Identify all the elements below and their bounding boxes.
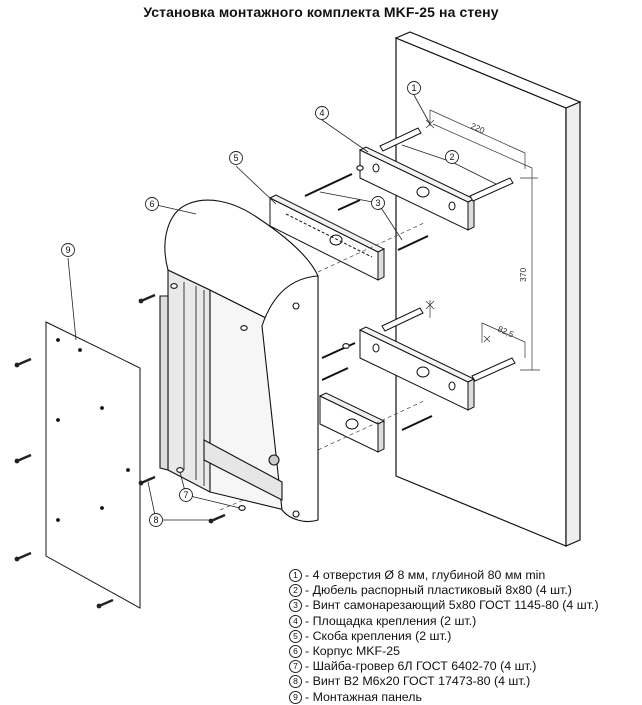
bracket-upper xyxy=(268,194,386,281)
svg-text:9: 9 xyxy=(65,245,70,255)
legend-number: 1 xyxy=(289,569,302,583)
legend-number: 2 xyxy=(289,584,302,598)
legend-item: 7- Шайба-гровер 6Л ГОСТ 6402-70 (4 шт.) xyxy=(289,659,639,674)
legend-number: 5 xyxy=(289,629,302,643)
callout-6: 6 xyxy=(145,197,159,211)
long-screws xyxy=(304,173,433,431)
legend-number: 9 xyxy=(289,690,302,704)
legend-number: 3 xyxy=(289,599,302,613)
legend-item: 3- Винт самонарезающий 5х80 ГОСТ 1145-80… xyxy=(289,598,639,613)
callout-5: 5 xyxy=(229,151,243,165)
dimension-lines xyxy=(425,109,540,371)
dowels xyxy=(379,127,516,382)
legend-item: 5- Скоба крепления (2 шт.) xyxy=(289,629,639,644)
svg-text:4: 4 xyxy=(319,108,324,118)
page-title: Установка монтажного комплекта MKF-25 на… xyxy=(143,4,499,20)
legend-text: - Винт В2 М6х20 ГОСТ 17473-80 (4 шт.) xyxy=(305,674,531,689)
svg-text:3: 3 xyxy=(375,198,380,208)
legend-number: 8 xyxy=(289,675,302,689)
legend-text: - Винт самонарезающий 5х80 ГОСТ 1145-80 … xyxy=(305,598,599,613)
svg-text:2: 2 xyxy=(449,152,454,162)
legend-text: - Дюбель распорный пластиковый 8х80 (4 ш… xyxy=(305,583,572,598)
callout-leaders xyxy=(67,94,497,521)
dimension-height: 370 xyxy=(518,268,528,282)
callout-2: 2 xyxy=(445,150,459,164)
mounting-plate-lower xyxy=(358,326,476,411)
wall xyxy=(394,31,582,547)
legend-number: 4 xyxy=(289,614,302,628)
legend-item: 4- Площадка крепления (2 шт.) xyxy=(289,614,639,629)
mounting-panel xyxy=(45,321,141,609)
mounting-plate-upper xyxy=(358,146,476,231)
legend-number: 7 xyxy=(289,660,302,674)
callout-9: 9 xyxy=(61,243,75,257)
callout-1: 1 xyxy=(407,81,421,95)
callouts: 1 2 3 4 5 6 7 8 9 xyxy=(61,81,459,527)
bracket-lower xyxy=(318,392,386,453)
parts-legend: 1- 4 отверстия Ø 8 мм, глубиной 80 мм mi… xyxy=(289,568,639,705)
callout-3: 3 xyxy=(371,196,385,210)
legend-text: - Корпус MKF-25 xyxy=(305,643,401,658)
legend-text: - Скоба крепления (2 шт.) xyxy=(305,628,452,643)
legend-text: - Шайба-гровер 6Л ГОСТ 6402-70 (4 шт.) xyxy=(305,659,537,674)
legend-number: 6 xyxy=(289,645,302,659)
svg-text:7: 7 xyxy=(183,490,188,500)
housing-mkf25 xyxy=(159,199,319,523)
svg-text:8: 8 xyxy=(153,515,158,525)
legend-item: 9- Монтажная панель xyxy=(289,690,639,705)
legend-text: - Монтажная панель xyxy=(305,689,422,704)
svg-text:6: 6 xyxy=(149,199,154,209)
legend-text: - 4 отверстия Ø 8 мм, глубиной 80 мм min xyxy=(305,568,546,582)
legend-item: 6- Корпус MKF-25 xyxy=(289,644,639,659)
legend-item: 2- Дюбель распорный пластиковый 8х80 (4 … xyxy=(289,583,639,598)
callout-8: 8 xyxy=(149,513,163,527)
callout-4: 4 xyxy=(315,106,329,120)
legend-item: 8- Винт В2 М6х20 ГОСТ 17473-80 (4 шт.) xyxy=(289,674,639,689)
callout-7: 7 xyxy=(179,488,193,502)
svg-text:1: 1 xyxy=(411,83,416,93)
legend-item: 1- 4 отверстия Ø 8 мм, глубиной 80 мм mi… xyxy=(289,568,639,583)
legend-text: - Площадка крепления (2 шт.) xyxy=(305,613,477,628)
svg-text:5: 5 xyxy=(233,153,238,163)
